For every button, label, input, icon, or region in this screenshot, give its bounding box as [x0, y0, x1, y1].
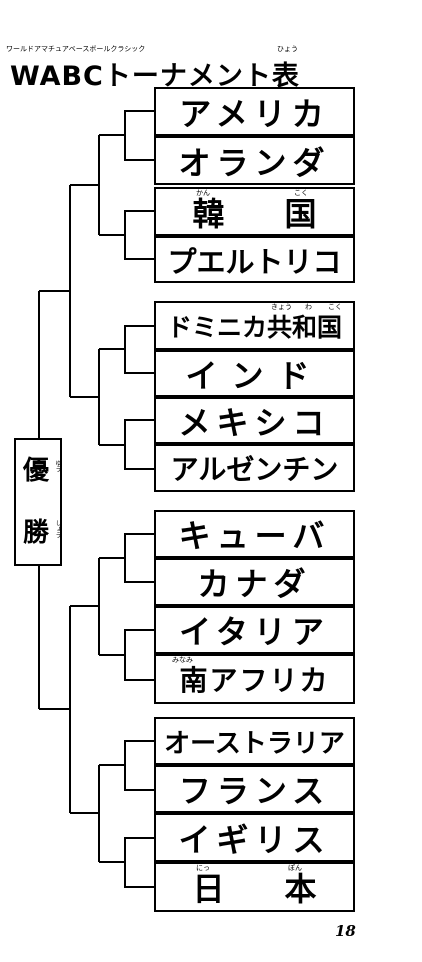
team-name: オランダ: [178, 143, 331, 182]
team-box: きょう わ こく ドミニカ共和国: [154, 301, 355, 350]
winner-ruby: ゆう: [54, 460, 61, 472]
winner-char: 勝: [23, 518, 50, 548]
team-name: キューバ: [178, 517, 331, 555]
team-ruby: こく: [294, 189, 308, 197]
team-ruby: ぽん: [288, 864, 302, 872]
team-name: プエルトリコ: [167, 244, 342, 279]
team-box: かん こく 韓国: [154, 187, 355, 236]
page-number: 18: [335, 922, 356, 940]
team-name: 南アフリカ: [179, 664, 330, 697]
title-ruby-hyo: ひょう: [277, 45, 298, 53]
team-box: プエルトリコ: [154, 236, 355, 283]
team-name: 日本: [192, 870, 377, 908]
team-box: キューバ: [154, 510, 355, 558]
team-box: イギリス: [154, 813, 355, 862]
team-box: インド: [154, 350, 355, 397]
team-name: インド: [185, 356, 324, 395]
team-box: オランダ: [154, 136, 355, 185]
team-name: カナダ: [197, 565, 312, 603]
team-box: オーストラリア: [154, 717, 355, 765]
team-name: イギリス: [178, 820, 331, 859]
team-ruby: みなみ: [172, 656, 193, 664]
team-name: イタリア: [179, 613, 330, 651]
page-title: WABCトーナメント表: [10, 61, 300, 92]
title-ruby: ワールドアマチュアベースボールクラシック: [6, 45, 146, 53]
team-ruby: わ: [305, 303, 312, 311]
team-ruby: きょう: [271, 303, 292, 311]
winner-char: 優: [23, 456, 50, 486]
team-box: カナダ: [154, 558, 355, 606]
team-box: アメリカ: [154, 87, 355, 136]
team-name: メキシコ: [178, 403, 331, 442]
team-name: アルゼンチン: [170, 453, 339, 486]
team-name: ドミニカ共和国: [166, 312, 342, 342]
team-box: アルゼンチン: [154, 444, 355, 492]
team-ruby: こく: [328, 303, 342, 311]
team-name: アメリカ: [179, 94, 330, 133]
winner-box: 優 ゆう 勝 しょう: [14, 438, 62, 566]
team-box: メキシコ: [154, 397, 355, 444]
team-box: みなみ 南アフリカ: [154, 654, 355, 704]
team-ruby: にっ: [196, 864, 210, 872]
winner-ruby: しょう: [54, 520, 61, 538]
team-name: オーストラリア: [164, 728, 345, 759]
team-name: フランス: [178, 772, 331, 810]
team-box: イタリア: [154, 606, 355, 654]
team-name: 韓国: [192, 194, 377, 233]
team-ruby: かん: [196, 189, 210, 197]
team-box: にっ ぽん 日本: [154, 862, 355, 912]
team-box: フランス: [154, 765, 355, 813]
